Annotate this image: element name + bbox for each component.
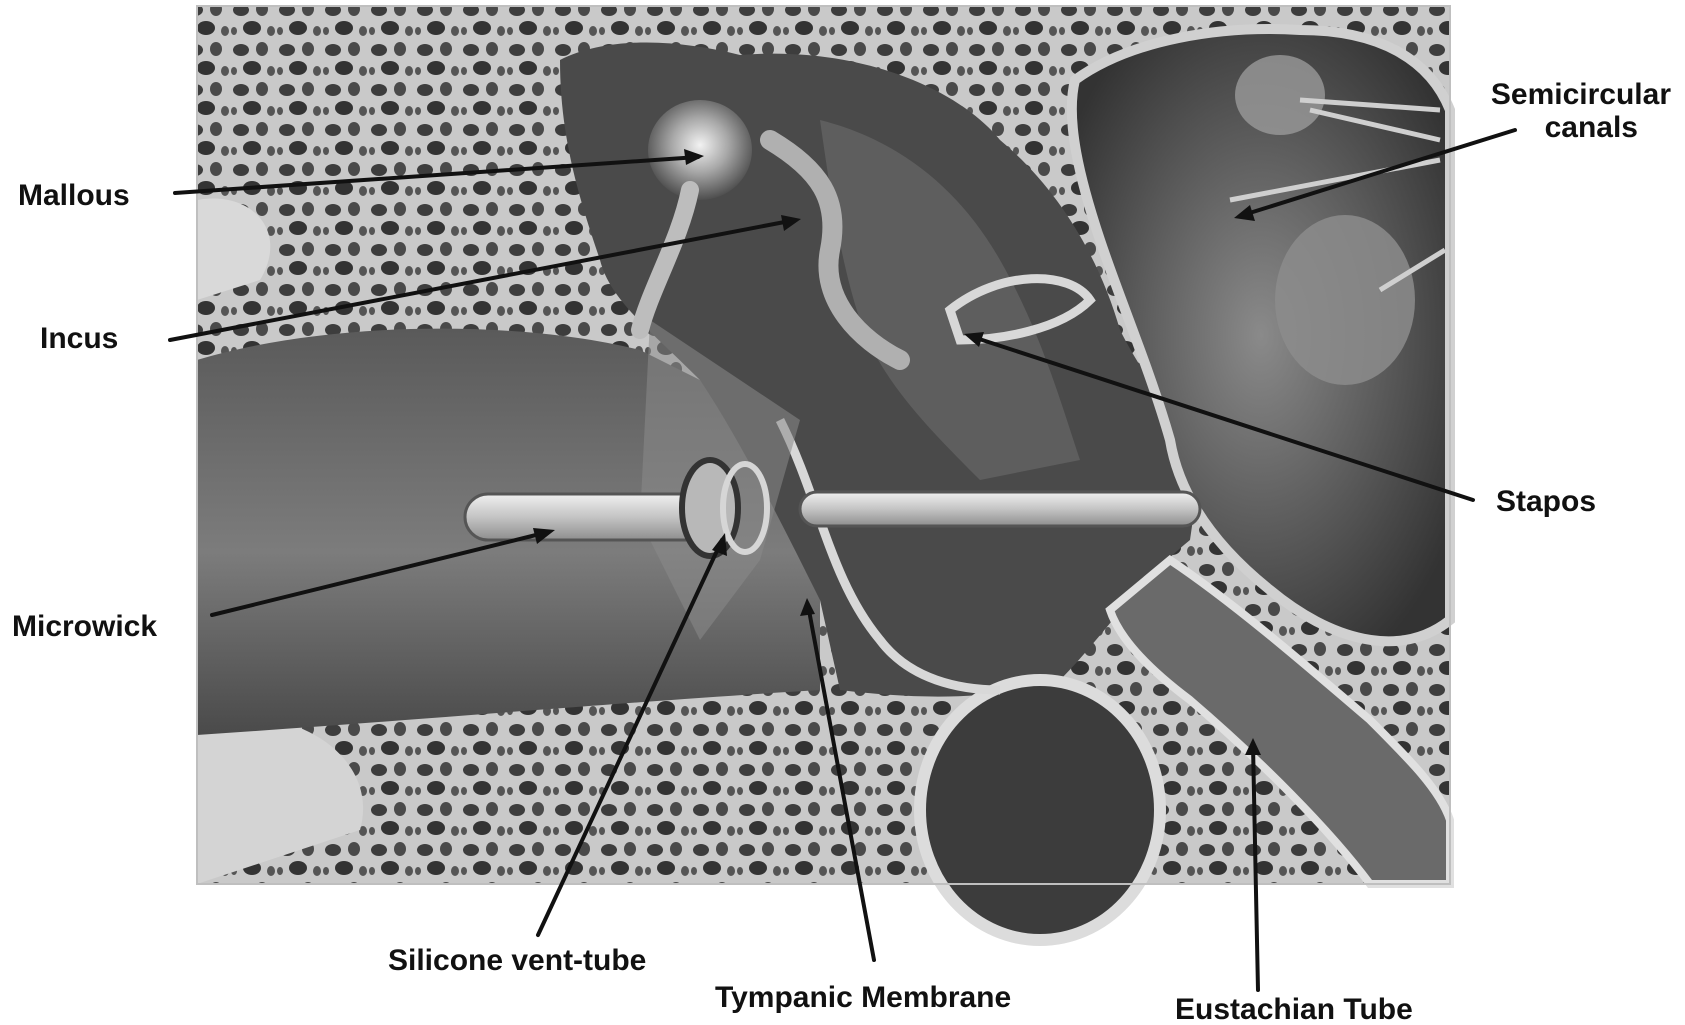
- malleus-head: [648, 100, 752, 200]
- anatomy-illustration: [197, 6, 1450, 940]
- vestibule: [1275, 215, 1415, 385]
- label-mallous: Mallous: [18, 179, 130, 212]
- label-microwick: Microwick: [12, 610, 157, 643]
- lower-vessel: [920, 680, 1160, 940]
- label-incus: Incus: [40, 322, 118, 355]
- label-silicone-vent-tube: Silicone vent-tube: [388, 944, 646, 977]
- label-tympanic-membrane: Tympanic Membrane: [715, 981, 1011, 1014]
- microwick-shape: [465, 494, 715, 540]
- label-semicircular-line1: Semicircular: [1491, 78, 1671, 111]
- label-eustachian-tube: Eustachian Tube: [1175, 993, 1413, 1025]
- semicircular-ampulla: [1235, 55, 1325, 135]
- vent-tube-inner: [800, 492, 1200, 526]
- label-stapos: Stapos: [1496, 485, 1596, 518]
- label-semicircular-line2: canals: [1545, 111, 1638, 144]
